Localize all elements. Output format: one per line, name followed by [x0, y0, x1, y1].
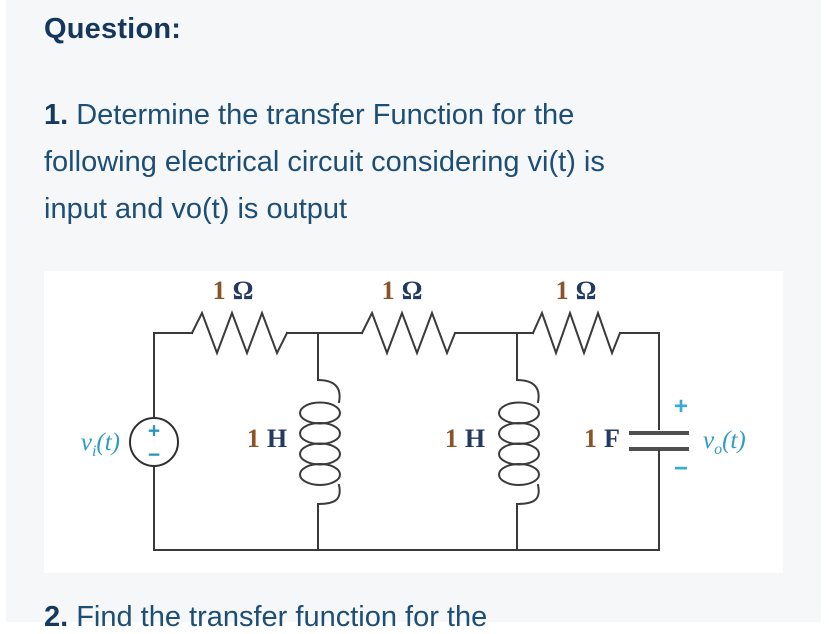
resistor-1-value: 1	[212, 276, 226, 305]
input-voltage-subscript: i	[91, 443, 97, 460]
resistor-1-unit: Ω	[232, 276, 254, 305]
output-plus-sign: +	[673, 393, 689, 420]
question-1-line-2: following electrical circuit considering…	[44, 146, 605, 178]
question-heading: Question:	[44, 13, 182, 45]
inductor-2-unit: H	[464, 424, 486, 453]
resistor-3-value: 1	[555, 276, 569, 305]
question-1-text: 1.Determine the transfer Function for th…	[44, 92, 784, 233]
resistor-3-unit: Ω	[575, 276, 597, 305]
output-voltage-suffix: (t)	[722, 427, 746, 454]
resistor-2-symbol	[360, 310, 457, 356]
resistor-3-symbol	[531, 309, 622, 357]
question-2-number: 2.	[44, 601, 69, 633]
capacitor-symbol	[629, 332, 689, 551]
inductor-1-unit: H	[266, 424, 288, 453]
output-voltage-symbol: v	[703, 427, 715, 454]
question-2-text: Find the transfer function for the	[76, 601, 488, 633]
capacitor-value: 1	[584, 424, 598, 453]
capacitor-unit: F	[604, 424, 620, 453]
question-1-line-1: 1.Determine the transfer Function for th…	[44, 92, 784, 139]
question-1-line-3: input and vo(t) is output	[44, 193, 348, 225]
resistor-2-value: 1	[381, 276, 395, 305]
inductor-1-value: 1	[246, 424, 260, 453]
input-voltage-suffix: (t)	[96, 429, 120, 456]
source-plus-sign: +	[147, 419, 161, 443]
output-minus-sign: −	[673, 455, 689, 482]
output-voltage-subscript: o	[714, 441, 723, 458]
output-voltage-label: vo(t)	[703, 427, 746, 458]
question-1-line-1-text: Determine the transfer Function for the	[76, 99, 575, 131]
input-voltage-symbol: v	[80, 429, 92, 456]
source-minus-sign: −	[147, 443, 161, 467]
resistor-2-unit: Ω	[401, 276, 423, 305]
voltage-source-symbol	[129, 417, 179, 467]
question-2-partial-text: 2.Find the transfer function for the	[44, 601, 487, 634]
circuit-diagram	[129, 309, 689, 551]
inductor-2-symbol	[498, 332, 540, 551]
inductor-1-symbol	[299, 332, 341, 551]
input-voltage-label: vi(t)	[48, 429, 120, 460]
question-1-number: 1.	[44, 99, 69, 131]
resistor-1-symbol	[190, 310, 289, 356]
inductor-2-value: 1	[444, 424, 458, 453]
